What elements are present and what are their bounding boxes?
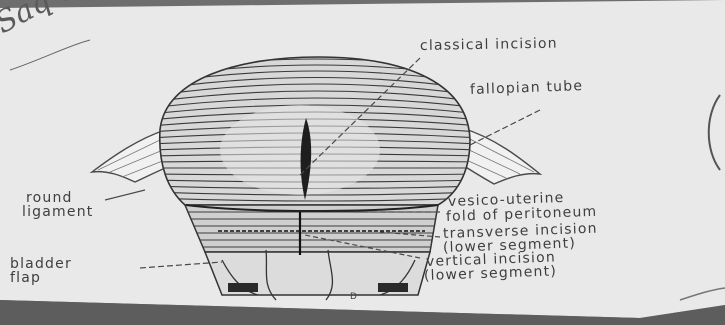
label-round-ligament-line2: ligament <box>22 206 93 219</box>
label-classical-incision: classical incision <box>420 38 558 53</box>
right-cervix-block <box>378 283 408 292</box>
left-cervix-block <box>228 283 258 292</box>
corner-mark: D <box>350 292 357 302</box>
label-fallopian-tube: fallopian tube <box>470 80 584 97</box>
fundus-highlight <box>220 105 380 195</box>
label-bladder-flap-line2: flap <box>10 272 41 285</box>
